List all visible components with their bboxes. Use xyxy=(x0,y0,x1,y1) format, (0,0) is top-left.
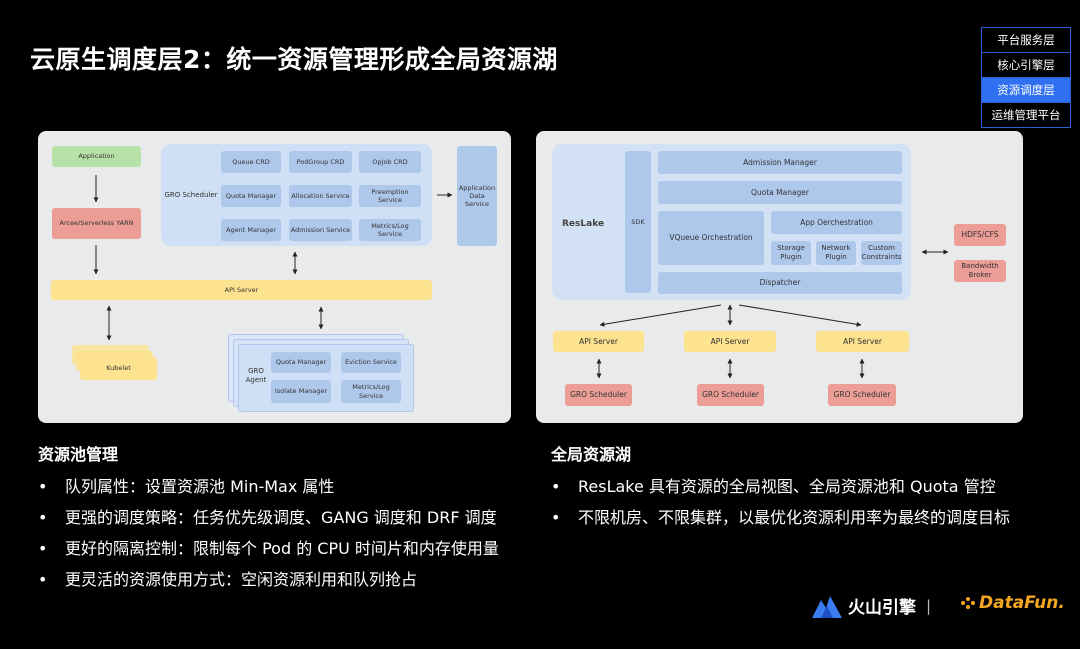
datafun-wordmark: DataFun. xyxy=(979,593,1065,613)
logo-separator: | xyxy=(926,596,932,615)
nav-item-ops-platform[interactable]: 运维管理平台 xyxy=(982,103,1070,127)
api-server-1-box: API Server xyxy=(553,331,644,352)
queue-crd-box: Queue CRD xyxy=(221,151,281,173)
volcengine-wordmark: 火山引擎 xyxy=(848,598,916,618)
podgroup-crd-box: PodGroup CRD xyxy=(289,151,352,173)
network-plugin-box: Network Plugin xyxy=(816,241,856,265)
bullet-text: 更灵活的资源使用方式：空闲资源利用和队列抢占 xyxy=(65,570,418,589)
bullet-dot: • xyxy=(551,508,561,527)
isolate-manager-box: Isolate Manager xyxy=(271,380,331,403)
opjob-crd-box: OpJob CRD xyxy=(359,151,421,173)
quota-manager-box: Quota Manager xyxy=(221,185,281,207)
preemption-service-box: Preemption Service xyxy=(359,185,421,207)
kubelet-box: Kubelet xyxy=(80,357,157,380)
right-section-heading: 全局资源湖 xyxy=(551,445,632,464)
reslake-label: ResLake xyxy=(562,219,605,229)
left-section-heading: 资源池管理 xyxy=(38,445,119,464)
bullet-text: 更强的调度策略：任务优先级调度、GANG 调度和 DRF 调度 xyxy=(65,508,497,527)
application-box: Application xyxy=(52,146,141,167)
layer-nav: 平台服务层 核心引擎层 资源调度层 运维管理平台 xyxy=(981,27,1071,128)
list-item: • 队列属性：设置资源池 Min-Max 属性 xyxy=(38,471,538,502)
bullet-text: 更好的隔离控制：限制每个 Pod 的 CPU 时间片和内存使用量 xyxy=(65,539,499,558)
gro-scheduler-label: GRO Scheduler xyxy=(164,191,218,199)
agent-metrics-log-service-box: Metrics/Log Service xyxy=(341,380,401,403)
bullet-dot: • xyxy=(38,477,48,496)
gro-agent-label: GRO Agent xyxy=(245,367,267,384)
list-item: • ResLake 具有资源的全局视图、全局资源池和 Quota 管控 xyxy=(551,471,1029,502)
custom-constraints-box: Custom Constraints xyxy=(861,241,902,265)
nav-item-core-engine[interactable]: 核心引擎层 xyxy=(982,53,1070,78)
app-orchestration-box: App Oerchestration xyxy=(771,211,902,234)
eviction-service-box: Eviction Service xyxy=(341,352,401,373)
bullet-dot: • xyxy=(38,570,48,589)
datafun-dots-icon xyxy=(961,597,975,609)
agent-quota-manager-box: Quota Manager xyxy=(271,352,331,373)
application-data-service-box: Application Data Service xyxy=(457,146,497,246)
volcengine-logo: 火山引擎 | xyxy=(812,593,931,618)
left-diagram-arrows xyxy=(93,175,453,341)
quota-manager-box: Quota Manager xyxy=(658,181,902,204)
gro-scheduler-2-box: GRO Scheduler xyxy=(697,384,764,406)
left-bullet-list: • 队列属性：设置资源池 Min-Max 属性 • 更强的调度策略：任务优先级调度、… xyxy=(38,471,538,595)
bullet-text: 队列属性：设置资源池 Min-Max 属性 xyxy=(65,477,335,496)
list-item: • 不限机房、不限集群，以最优化资源利用率为最终的调度目标 xyxy=(551,502,1029,533)
bullet-dot: • xyxy=(38,539,48,558)
admission-service-box: Admission Service xyxy=(289,219,352,241)
gro-architecture-diagram: Application Arcee/Serverless YARN GRO Sc… xyxy=(38,131,511,423)
allocation-service-box: Allocation Service xyxy=(289,185,352,207)
reslake-architecture-diagram: ResLake SDK Admission Manager Quota Mana… xyxy=(536,131,1023,423)
nav-item-resource-scheduling[interactable]: 资源调度层 xyxy=(982,78,1070,103)
gro-scheduler-3-box: GRO Scheduler xyxy=(828,384,896,406)
right-bullet-list: • ResLake 具有资源的全局视图、全局资源池和 Quota 管控 • 不限机房… xyxy=(551,471,1029,533)
api-server-3-box: API Server xyxy=(816,331,909,352)
storage-plugin-box: Storage Plugin xyxy=(771,241,811,265)
metrics-log-service-box: Metrics/Log Service xyxy=(359,219,421,241)
bullet-dot: • xyxy=(38,508,48,527)
nav-item-platform-service[interactable]: 平台服务层 xyxy=(982,28,1070,53)
page-title: 云原生调度层2：统一资源管理形成全局资源湖 xyxy=(30,45,558,74)
bandwidth-broker-box: Bandwidth Broker xyxy=(954,260,1006,282)
bullet-dot: • xyxy=(551,477,561,496)
api-server-bar: API Server xyxy=(51,280,432,300)
list-item: • 更灵活的资源使用方式：空闲资源利用和队列抢占 xyxy=(38,564,538,595)
datafun-logo: DataFun. xyxy=(960,593,1065,613)
sdk-box: SDK xyxy=(625,151,651,293)
list-item: • 更好的隔离控制：限制每个 Pod 的 CPU 时间片和内存使用量 xyxy=(38,533,538,564)
admission-manager-box: Admission Manager xyxy=(658,151,902,174)
api-server-2-box: API Server xyxy=(684,331,776,352)
vqueue-orchestration-box: VQueue Orchestration xyxy=(658,211,764,265)
volcano-icon xyxy=(812,595,842,618)
bullet-text: 不限机房、不限集群，以最优化资源利用率为最终的调度目标 xyxy=(578,508,1011,527)
agent-manager-box: Agent Manager xyxy=(221,219,281,241)
bullet-text: ResLake 具有资源的全局视图、全局资源池和 Quota 管控 xyxy=(578,477,996,496)
dispatcher-box: Dispatcher xyxy=(658,272,902,294)
right-diagram-arrows xyxy=(596,249,949,379)
list-item: • 更强的调度策略：任务优先级调度、GANG 调度和 DRF 调度 xyxy=(38,502,538,533)
hdfs-cfs-box: HDFS/CFS xyxy=(954,224,1006,246)
arcee-yarn-box: Arcee/Serverless YARN xyxy=(52,208,141,239)
gro-scheduler-1-box: GRO Scheduler xyxy=(565,384,632,406)
